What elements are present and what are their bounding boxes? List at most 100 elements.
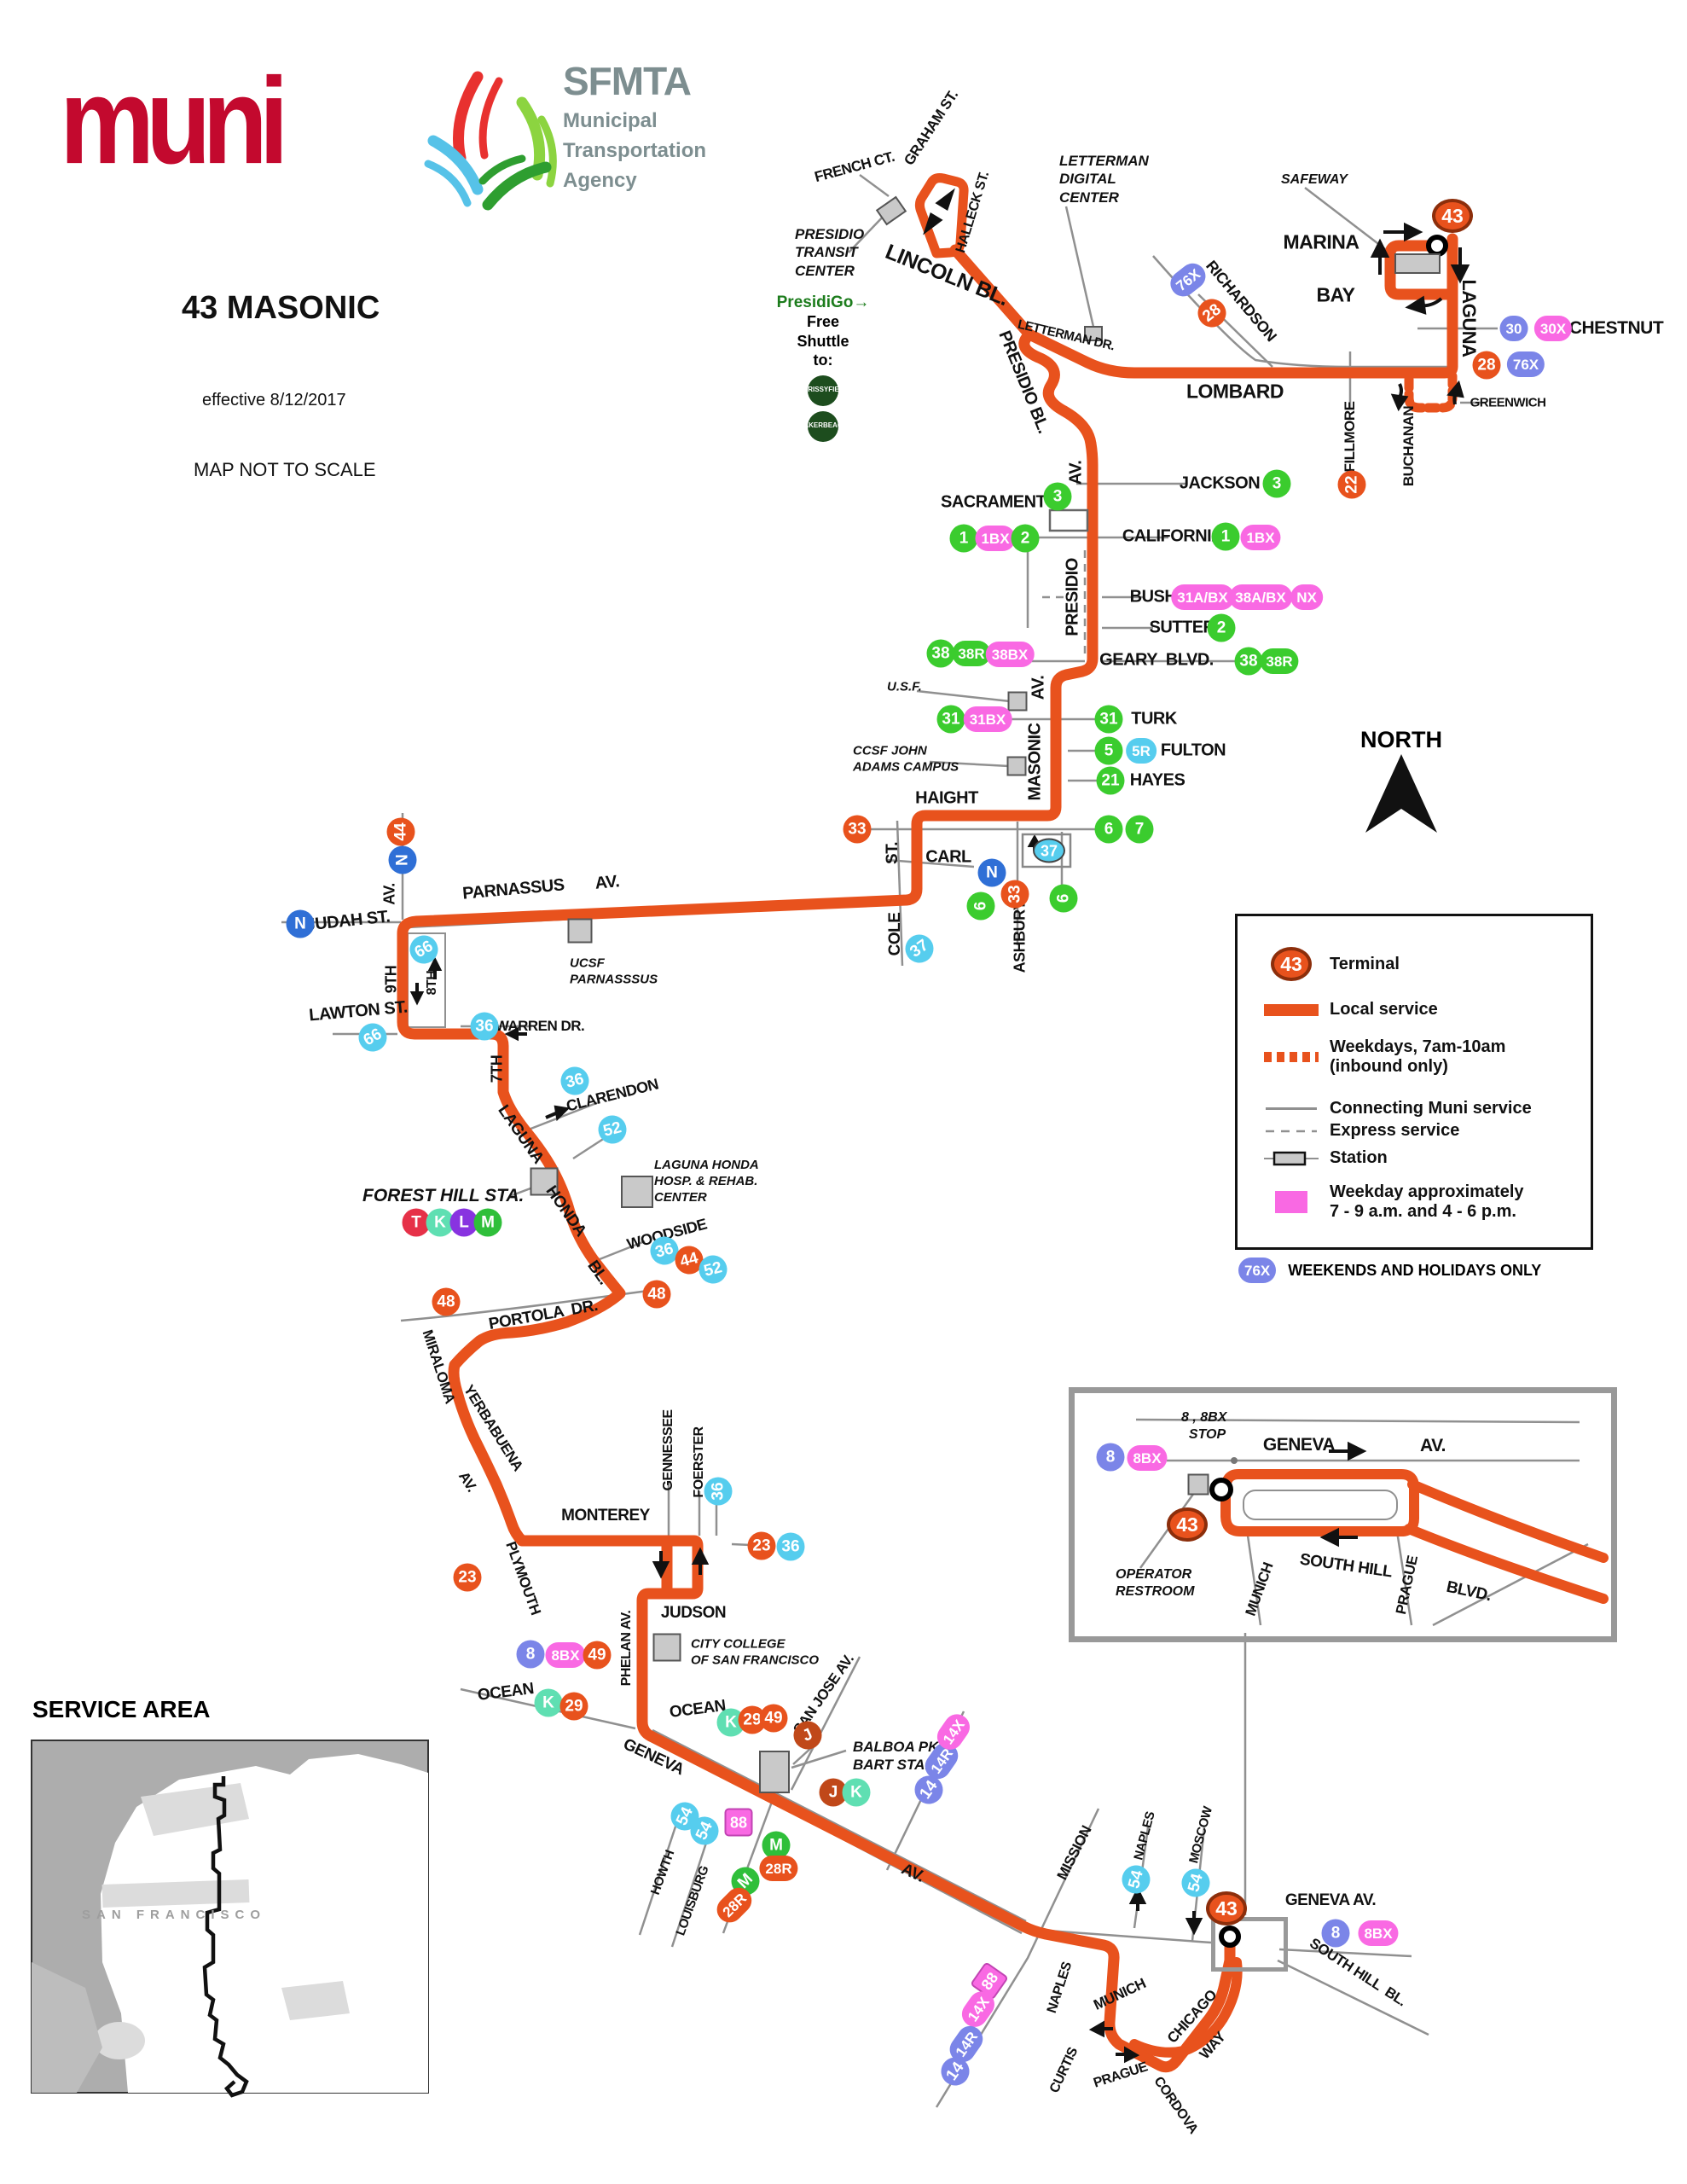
route-badge-1bx: 1BX	[1240, 525, 1281, 550]
terminal-highlight-box	[1211, 1917, 1288, 1972]
route-badge-30x: 30X	[1533, 316, 1573, 341]
route-badge-30: 30	[1499, 316, 1528, 341]
route-badge-28: 28	[1191, 293, 1232, 334]
route-badge-21: 21	[1096, 766, 1125, 795]
landmark-label: UCSF PARNASSSUS	[570, 956, 658, 986]
landmark-label: U.S.F.	[887, 679, 922, 694]
street-label: LOMBARD	[1186, 380, 1284, 403]
route-badge-38a/bx: 38A/BX	[1229, 584, 1292, 610]
route-badge-43: 43	[1167, 1507, 1208, 1542]
station-marker	[621, 1176, 653, 1208]
route-badge-8bx: 8BX	[545, 1642, 586, 1668]
street-label: CARL	[925, 847, 971, 867]
landmark-label: OPERATOR RESTROOM	[1116, 1567, 1195, 1599]
route-badge-31: 31	[936, 705, 965, 734]
street-label: CHESTNUT	[1568, 318, 1664, 338]
route-badge-2: 2	[1207, 613, 1236, 642]
route-badge-28r: 28R	[759, 1856, 798, 1881]
route-badge-k: K	[426, 1208, 455, 1237]
street-label: MONTEREY	[561, 1507, 650, 1525]
route-badge-7: 7	[1125, 815, 1154, 844]
route-badge-1: 1	[949, 524, 978, 553]
legend-terminal-badge: 43	[1271, 947, 1312, 981]
street-label: AV.	[1419, 1436, 1446, 1455]
route-badge-6: 6	[966, 892, 995, 921]
street-label: WARREN DR.	[495, 1018, 585, 1034]
north-arrow-icon	[1365, 754, 1437, 833]
weekend-note-text: WEEKENDS AND HOLIDAYS ONLY	[1288, 1261, 1542, 1279]
legend-local-label: Local service	[1330, 1000, 1438, 1019]
route-badge-8bx: 8BX	[1127, 1445, 1168, 1471]
stop-dot	[1231, 1457, 1238, 1464]
landmark-label: 8 , 8BX STOP	[1181, 1410, 1227, 1442]
title-block: 43 MASONIC effective 8/12/2017 MAP NOT T…	[182, 290, 380, 480]
route-badge-43: 43	[1206, 1891, 1247, 1926]
route-badge-22: 22	[1337, 470, 1366, 499]
presidigo-line-2: to:	[813, 351, 833, 369]
express-lines	[1042, 550, 1087, 657]
route-badge-48: 48	[432, 1287, 461, 1316]
legend-weekday-label2: (inbound only)	[1330, 1057, 1448, 1076]
station-marker	[1084, 326, 1103, 341]
route-badge-5: 5	[1094, 736, 1123, 765]
effective-date: effective 8/12/2017	[202, 391, 346, 410]
route-badge-k: K	[534, 1688, 563, 1717]
route-badge-33: 33	[1000, 880, 1029, 909]
street-label: BUSH	[1129, 587, 1177, 607]
route-badge-n: N	[977, 858, 1006, 887]
route-badge-nx: NX	[1290, 584, 1323, 610]
route-badge-52: 52	[594, 1112, 630, 1147]
legend-station-symbol	[1264, 1151, 1319, 1165]
north-label: NORTH	[1360, 727, 1442, 752]
route-badge-88: 88	[724, 1808, 753, 1837]
street-label: BAY	[1316, 283, 1355, 306]
street-label: GENEVA	[1262, 1435, 1336, 1455]
station-marker	[875, 195, 907, 226]
route-badge-23: 23	[453, 1563, 482, 1592]
street-label: JACKSON	[1179, 473, 1261, 493]
route-badge-54: 54	[1178, 1865, 1214, 1901]
station-marker	[652, 1633, 681, 1662]
route-badge-76x: 76X	[1165, 258, 1211, 302]
street-label: GREENWICH	[1470, 395, 1546, 410]
route-badge-54: 54	[1118, 1862, 1154, 1897]
legend-weekday-symbol	[1264, 1052, 1319, 1062]
street-label: CALIFORNIA	[1122, 526, 1224, 546]
route-badge-43: 43	[1432, 199, 1473, 233]
presidigo-brand: PresidiGo→	[776, 293, 870, 311]
legend-pink-label2: 7 - 9 a.m. and 4 - 6 p.m.	[1330, 1202, 1516, 1221]
weekend-note: 76X WEEKENDS AND HOLIDAYS ONLY	[1238, 1258, 1541, 1283]
presidigo-line-0: Free	[806, 313, 840, 330]
terminal-circles	[1209, 235, 1448, 1948]
sfmta-acronym: SFMTA	[563, 59, 692, 103]
route-badge-31bx: 31BX	[963, 706, 1012, 732]
street-label: SACRAMENTO	[941, 492, 1058, 512]
route-badge-36: 36	[470, 1012, 499, 1041]
route-badge-37: 37	[900, 929, 939, 968]
route-badge-1: 1	[1211, 522, 1240, 551]
route-badge-m: M	[473, 1208, 502, 1237]
street-label: HAIGHT	[915, 788, 978, 808]
station-marker	[1394, 253, 1441, 274]
street-label: SUTTER	[1149, 618, 1216, 637]
legend-terminal-label: Terminal	[1330, 954, 1400, 973]
route-badge-31: 31	[1094, 705, 1123, 734]
landmark-label: LAGUNA HONDA HOSP. & REHAB. CENTER	[654, 1157, 759, 1205]
route-badge-j: J	[789, 1716, 826, 1754]
route-badge-38r: 38R	[1260, 648, 1299, 674]
route-badge-38: 38	[926, 639, 955, 668]
station-marker	[1187, 1473, 1209, 1496]
route-badge-36: 36	[704, 1477, 733, 1506]
scale-note: MAP NOT TO SCALE	[194, 459, 376, 480]
route-badge-48: 48	[642, 1280, 671, 1309]
route-badge-38r: 38R	[952, 641, 991, 666]
route-badge-k: K	[716, 1708, 745, 1737]
landmark-label: PRESIDIO TRANSIT CENTER	[795, 226, 865, 279]
route-badge-5r: 5R	[1126, 738, 1157, 764]
route-badge-38bx: 38BX	[985, 642, 1035, 667]
sfmta-logo-icon	[424, 71, 557, 211]
route-badge-t: T	[402, 1208, 431, 1237]
